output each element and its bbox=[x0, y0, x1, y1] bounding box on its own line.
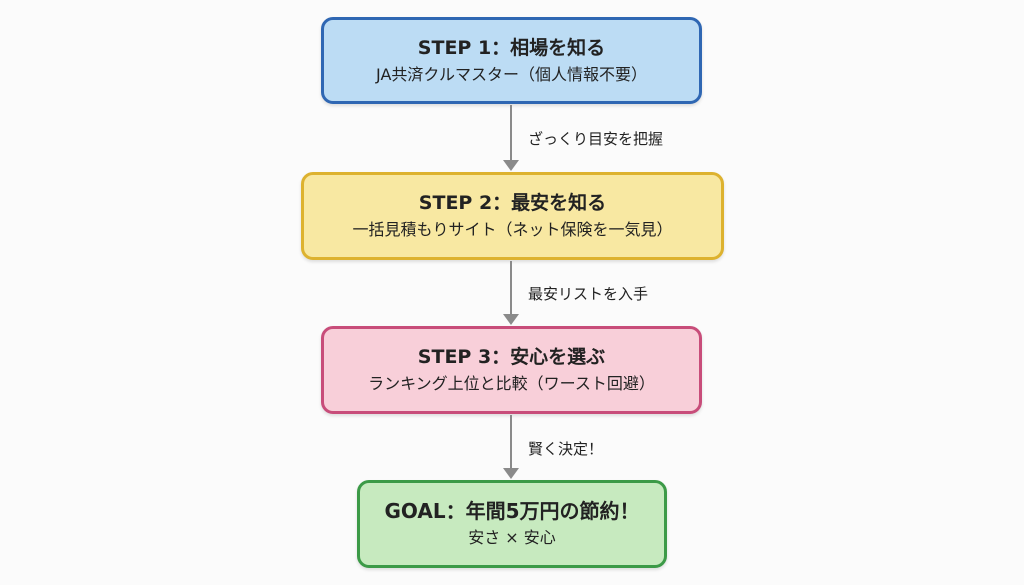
step-2-title: STEP 2：最安を知る bbox=[418, 192, 607, 214]
arrow-2-label: 最安リストを入手 bbox=[528, 285, 649, 303]
step-3-title: STEP 3：安心を選ぶ bbox=[417, 346, 606, 368]
step-1-subtitle: JA共済クルマスター（個人情報不要） bbox=[376, 64, 647, 84]
step-2-subtitle: 一括見積もりサイト（ネット保険を一気見） bbox=[352, 220, 673, 239]
arrow-2-line bbox=[510, 261, 512, 315]
step-2-box: STEP 2：最安を知る 一括見積もりサイト（ネット保険を一気見） bbox=[301, 172, 724, 260]
step-3-subtitle: ランキング上位と比較（ワースト回避） bbox=[368, 374, 655, 393]
goal-subtitle: 安さ × 安心 bbox=[468, 528, 556, 547]
arrow-down-icon bbox=[503, 468, 519, 479]
step-1-title: STEP 1：相場を知る bbox=[417, 36, 606, 59]
arrow-3-label: 賢く決定！ bbox=[528, 440, 604, 458]
goal-box: GOAL：年間5万円の節約！ 安さ × 安心 bbox=[357, 480, 667, 568]
step-1-box: STEP 1：相場を知る JA共済クルマスター（個人情報不要） bbox=[321, 17, 702, 104]
arrow-3-line bbox=[510, 415, 512, 469]
arrow-down-icon bbox=[503, 160, 519, 171]
arrow-1-line bbox=[510, 105, 512, 161]
step-3-box: STEP 3：安心を選ぶ ランキング上位と比較（ワースト回避） bbox=[321, 326, 702, 414]
goal-title: GOAL：年間5万円の節約！ bbox=[384, 499, 640, 523]
arrow-step1-to-step2 bbox=[503, 105, 519, 171]
arrow-step2-to-step3 bbox=[503, 261, 519, 325]
arrow-down-icon bbox=[503, 314, 519, 325]
arrow-1-label: ざっくり目安を把握 bbox=[528, 130, 664, 148]
arrow-step3-to-goal bbox=[503, 415, 519, 479]
